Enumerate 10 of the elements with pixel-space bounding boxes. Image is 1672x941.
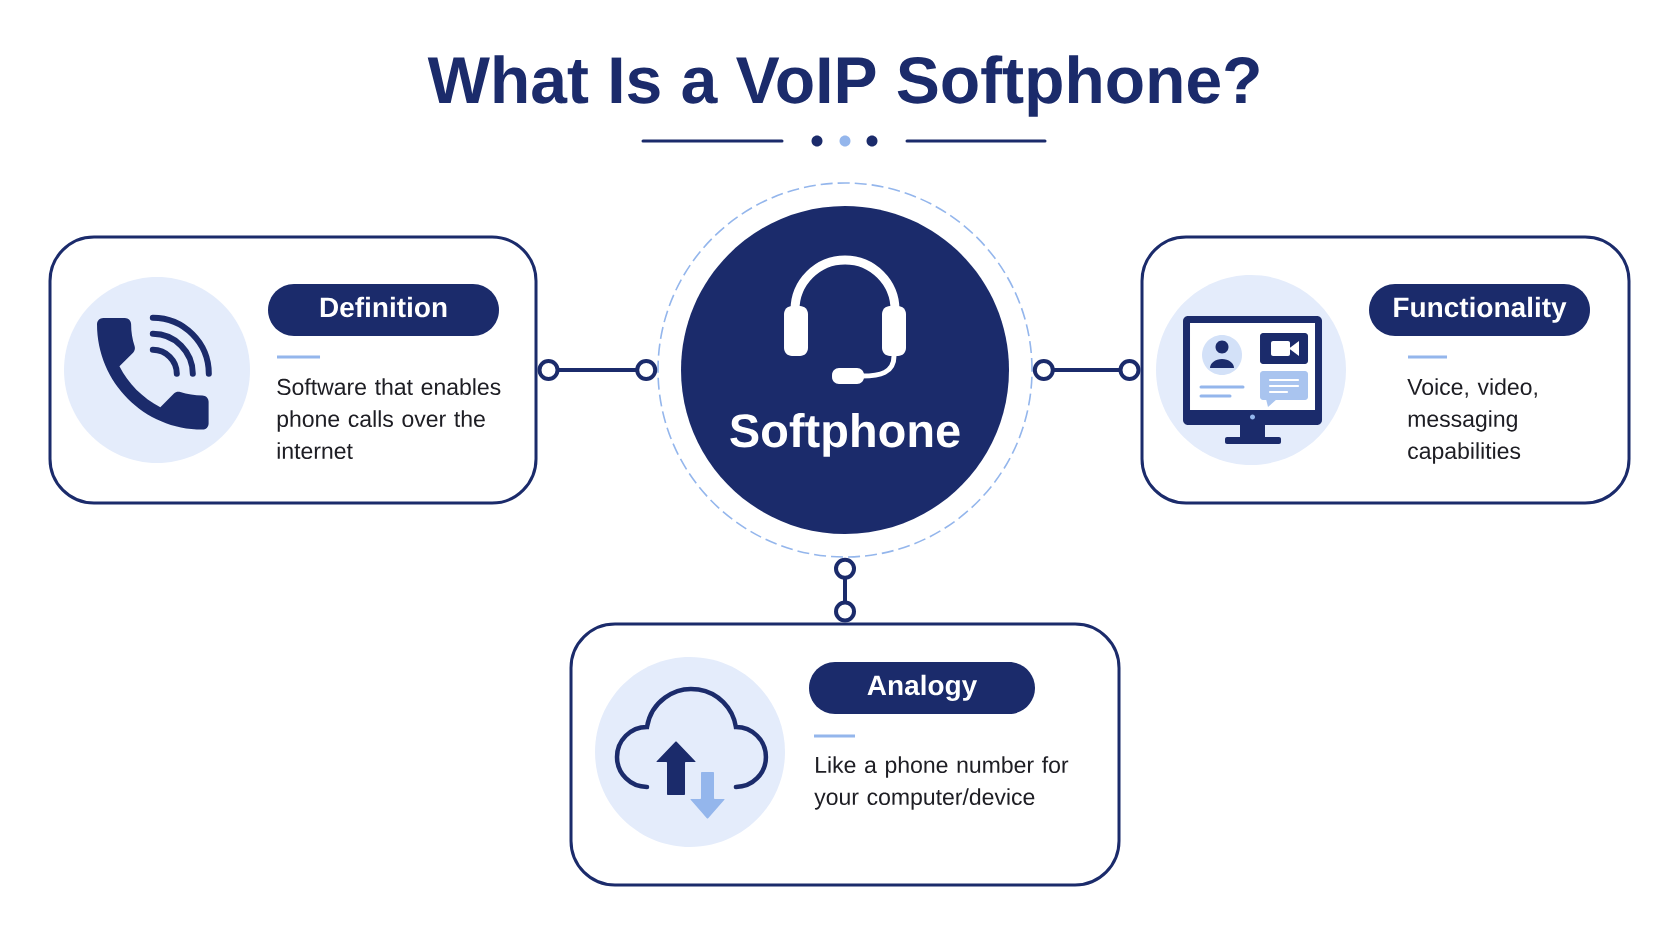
body-text: Voice, video, messaging capabilities xyxy=(1407,378,1537,464)
heading-pill: Functionality xyxy=(1369,284,1590,336)
connector xyxy=(1032,359,1141,381)
connector xyxy=(537,359,658,381)
heading-pill: Definition xyxy=(268,284,499,336)
title: What Is a VoIP Softphone? xyxy=(427,55,1259,117)
body-text: Like a phone number for your computer/device xyxy=(814,756,1069,810)
heading-pill: Analogy xyxy=(809,662,1035,714)
connector xyxy=(834,557,856,623)
body-text: Software that enables phone calls over the internet xyxy=(277,378,501,460)
